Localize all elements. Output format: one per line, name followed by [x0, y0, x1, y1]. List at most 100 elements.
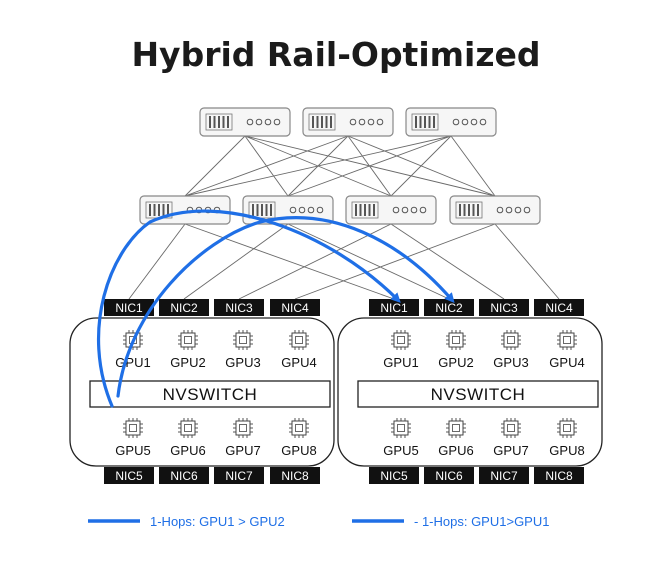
- server-chassis: [302, 107, 394, 137]
- vent-slot: [167, 204, 169, 216]
- vent-slot: [227, 116, 229, 128]
- chip-icon: [557, 418, 577, 438]
- chip-body: [503, 420, 519, 436]
- vent-slot: [459, 204, 461, 216]
- gpu-label: GPU2: [170, 355, 205, 370]
- vent-slot: [316, 116, 319, 128]
- spine-switch-2: [302, 107, 394, 137]
- vent-slot: [433, 116, 435, 128]
- fabric-links: [128, 135, 560, 300]
- chip-icon: [233, 330, 253, 350]
- nic-nic3: NIC3: [479, 299, 529, 316]
- gpu8: GPU8: [281, 418, 317, 458]
- chip-body: [393, 420, 409, 436]
- nic-box: [159, 299, 209, 316]
- gpu8: GPU8: [549, 418, 585, 458]
- nic-box: [534, 467, 584, 484]
- vent-slot: [149, 204, 151, 216]
- chip-body: [448, 332, 464, 348]
- port-circle: [307, 206, 315, 214]
- chip-body: [180, 332, 196, 348]
- gpu-label: GPU4: [281, 355, 316, 370]
- gpu7: GPU7: [225, 418, 261, 458]
- chip-body: [291, 420, 307, 436]
- port-circle: [392, 206, 400, 214]
- chip-icon: [446, 418, 466, 438]
- chip-icon: [501, 330, 521, 350]
- gpu-label: GPU8: [549, 443, 584, 458]
- nvswitch: NVSWITCH: [357, 380, 599, 408]
- chip-core: [295, 424, 303, 432]
- vent-slot: [270, 204, 272, 216]
- vent-slot: [158, 204, 160, 216]
- gpu1: GPU1: [383, 330, 419, 370]
- vent-slot: [355, 204, 357, 216]
- port-circle: [255, 118, 263, 126]
- chip-core: [184, 336, 192, 344]
- port-circle: [264, 118, 272, 126]
- chip-core: [129, 424, 137, 432]
- nvswitch-box: [357, 380, 599, 408]
- leaf-nic-link: [183, 223, 289, 300]
- legend-item-1: 1-Hops: GPU1 > GPU2: [88, 514, 285, 529]
- chip-body: [235, 332, 251, 348]
- nic-box: [214, 299, 264, 316]
- server-chassis: [345, 195, 437, 225]
- chip-core: [184, 424, 192, 432]
- nic-box: [104, 299, 154, 316]
- nic-label: NIC7: [490, 469, 518, 483]
- chip-core: [563, 424, 571, 432]
- gpu2: GPU2: [170, 330, 206, 370]
- chip-icon: [178, 330, 198, 350]
- port-circle: [479, 118, 487, 126]
- nic-label: NIC6: [170, 469, 198, 483]
- gpu6: GPU6: [170, 418, 206, 458]
- gpu4: GPU4: [281, 330, 317, 370]
- nic-nic1: NIC1: [369, 299, 419, 316]
- nic-box: [424, 299, 474, 316]
- server-chassis: [405, 107, 497, 137]
- nic-label: NIC8: [545, 469, 573, 483]
- port-circle: [523, 206, 531, 214]
- nic-nic2: NIC2: [424, 299, 474, 316]
- server-chassis: [449, 195, 541, 225]
- port-circle: [289, 206, 297, 214]
- leaf-switch-group: [139, 195, 541, 225]
- nic-label: NIC7: [225, 469, 253, 483]
- nic-label: NIC4: [281, 301, 309, 315]
- gpu-label: GPU7: [493, 443, 528, 458]
- gpu5: GPU5: [383, 418, 419, 458]
- port-circle: [470, 118, 478, 126]
- port-circle: [376, 118, 384, 126]
- port-circle: [505, 206, 513, 214]
- vent-slot: [463, 204, 466, 216]
- chip-icon: [289, 330, 309, 350]
- spine-leaf-link: [184, 135, 452, 197]
- port-circle: [358, 118, 366, 126]
- nvswitch-label: NVSWITCH: [163, 385, 258, 404]
- port-circle: [349, 118, 357, 126]
- gpu-label: GPU6: [170, 443, 205, 458]
- nic-nic7: NIC7: [214, 467, 264, 484]
- gpu3: GPU3: [493, 330, 529, 370]
- vent-slot: [261, 204, 263, 216]
- vent-slot: [468, 204, 470, 216]
- vent-frame: [308, 113, 336, 131]
- nvswitch-label: NVSWITCH: [431, 385, 526, 404]
- chip-core: [295, 336, 303, 344]
- nic-nic4: NIC4: [534, 299, 584, 316]
- server-chassis: [199, 107, 291, 137]
- vent-frame: [455, 201, 483, 219]
- vent-slot: [359, 204, 362, 216]
- vent-slot: [415, 116, 417, 128]
- port-circle: [367, 118, 375, 126]
- chip-icon: [289, 418, 309, 438]
- nic-label: NIC5: [115, 469, 143, 483]
- gpu7: GPU7: [493, 418, 529, 458]
- nic-nic5: NIC5: [104, 467, 154, 484]
- gpu5: GPU5: [115, 418, 151, 458]
- vent-slot: [373, 204, 375, 216]
- nic-box: [270, 299, 320, 316]
